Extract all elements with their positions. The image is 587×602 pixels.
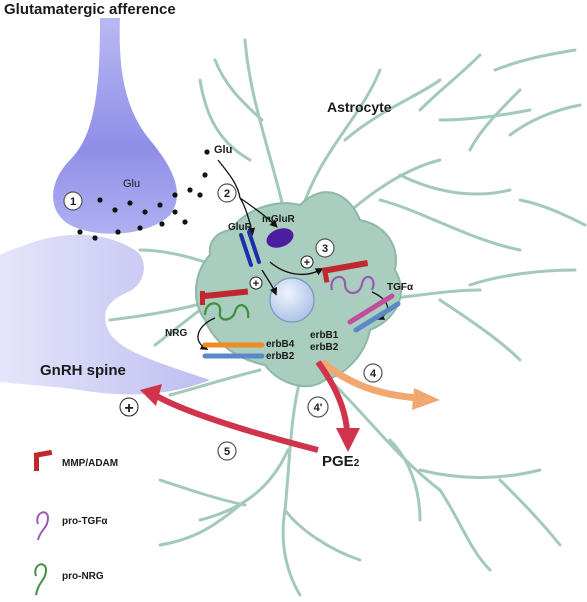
tgfa-label: TGFα bbox=[387, 282, 414, 293]
legend-label-mmp-adam: MMP/ADAM bbox=[62, 458, 118, 469]
pro-nrg-icon bbox=[34, 563, 48, 596]
step-4prime-arrow bbox=[315, 360, 350, 431]
step-4-arrow bbox=[319, 359, 419, 402]
step-5-arrowhead bbox=[140, 384, 162, 406]
glu-free-label: Glu bbox=[214, 144, 232, 156]
erbb2-left-label: erbB2 bbox=[266, 351, 295, 362]
legend-label-pro-tgfa: pro-TGFα bbox=[62, 516, 108, 527]
nucleus bbox=[269, 277, 315, 323]
plus-gnrh: + bbox=[124, 400, 133, 417]
plus-mglur: + bbox=[304, 257, 310, 269]
gnrh-spine bbox=[0, 234, 210, 395]
astrocyte-label: Astrocyte bbox=[327, 99, 392, 115]
pro-nrg bbox=[203, 302, 250, 321]
signalling-arrows bbox=[197, 261, 389, 351]
mglur-receptor bbox=[266, 228, 294, 248]
glu-vesicle-label: Glu bbox=[123, 178, 140, 190]
erbb4-erbb2-receptors bbox=[202, 342, 265, 359]
step-4prime-arrowhead bbox=[336, 428, 360, 452]
glutamate-vesicles bbox=[77, 149, 210, 241]
plus-glur: + bbox=[253, 278, 259, 290]
step-4-arrowhead bbox=[412, 388, 440, 410]
erbb1-erbb2-receptors bbox=[347, 293, 401, 333]
erbb4-label: erbB4 bbox=[266, 339, 295, 350]
glur-receptor bbox=[239, 230, 261, 267]
glur-label: GluR bbox=[228, 222, 253, 233]
plus-markers bbox=[119, 255, 314, 417]
pge-subscript: 2 bbox=[354, 458, 360, 469]
mmp-adam-right bbox=[321, 260, 369, 283]
step-4-prime: 4' bbox=[314, 402, 323, 414]
legend-label-pro-nrg: pro-NRG bbox=[62, 571, 104, 582]
mglur-label: mGluR bbox=[262, 214, 296, 225]
step-5: 5 bbox=[224, 446, 230, 458]
mmp-adam-icon bbox=[33, 449, 53, 471]
pro-tgfa bbox=[330, 275, 375, 295]
gnrh-spine-label: GnRH spine bbox=[40, 362, 126, 379]
erbb2-right-label: erbB2 bbox=[310, 342, 339, 353]
step-2: 2 bbox=[224, 188, 230, 200]
nrg-label: NRG bbox=[165, 328, 187, 339]
pge-text: PGE bbox=[322, 453, 354, 470]
step-1: 1 bbox=[70, 196, 76, 208]
presynaptic-terminal bbox=[53, 18, 178, 234]
glu-binding-arrows bbox=[217, 159, 278, 236]
step-4: 4 bbox=[370, 368, 377, 380]
title: Glutamatergic afference bbox=[4, 1, 176, 18]
pge2-label: PGE2 bbox=[322, 453, 360, 470]
pro-tgfa-icon bbox=[36, 511, 50, 541]
step-markers bbox=[63, 183, 383, 461]
step-5-arrow bbox=[153, 392, 319, 453]
erbb1-label: erbB1 bbox=[310, 330, 339, 341]
step-3: 3 bbox=[322, 243, 328, 255]
mmp-adam-left bbox=[199, 288, 249, 305]
legend: MMP/ADAM pro-TGFα pro-NRG bbox=[33, 449, 118, 596]
